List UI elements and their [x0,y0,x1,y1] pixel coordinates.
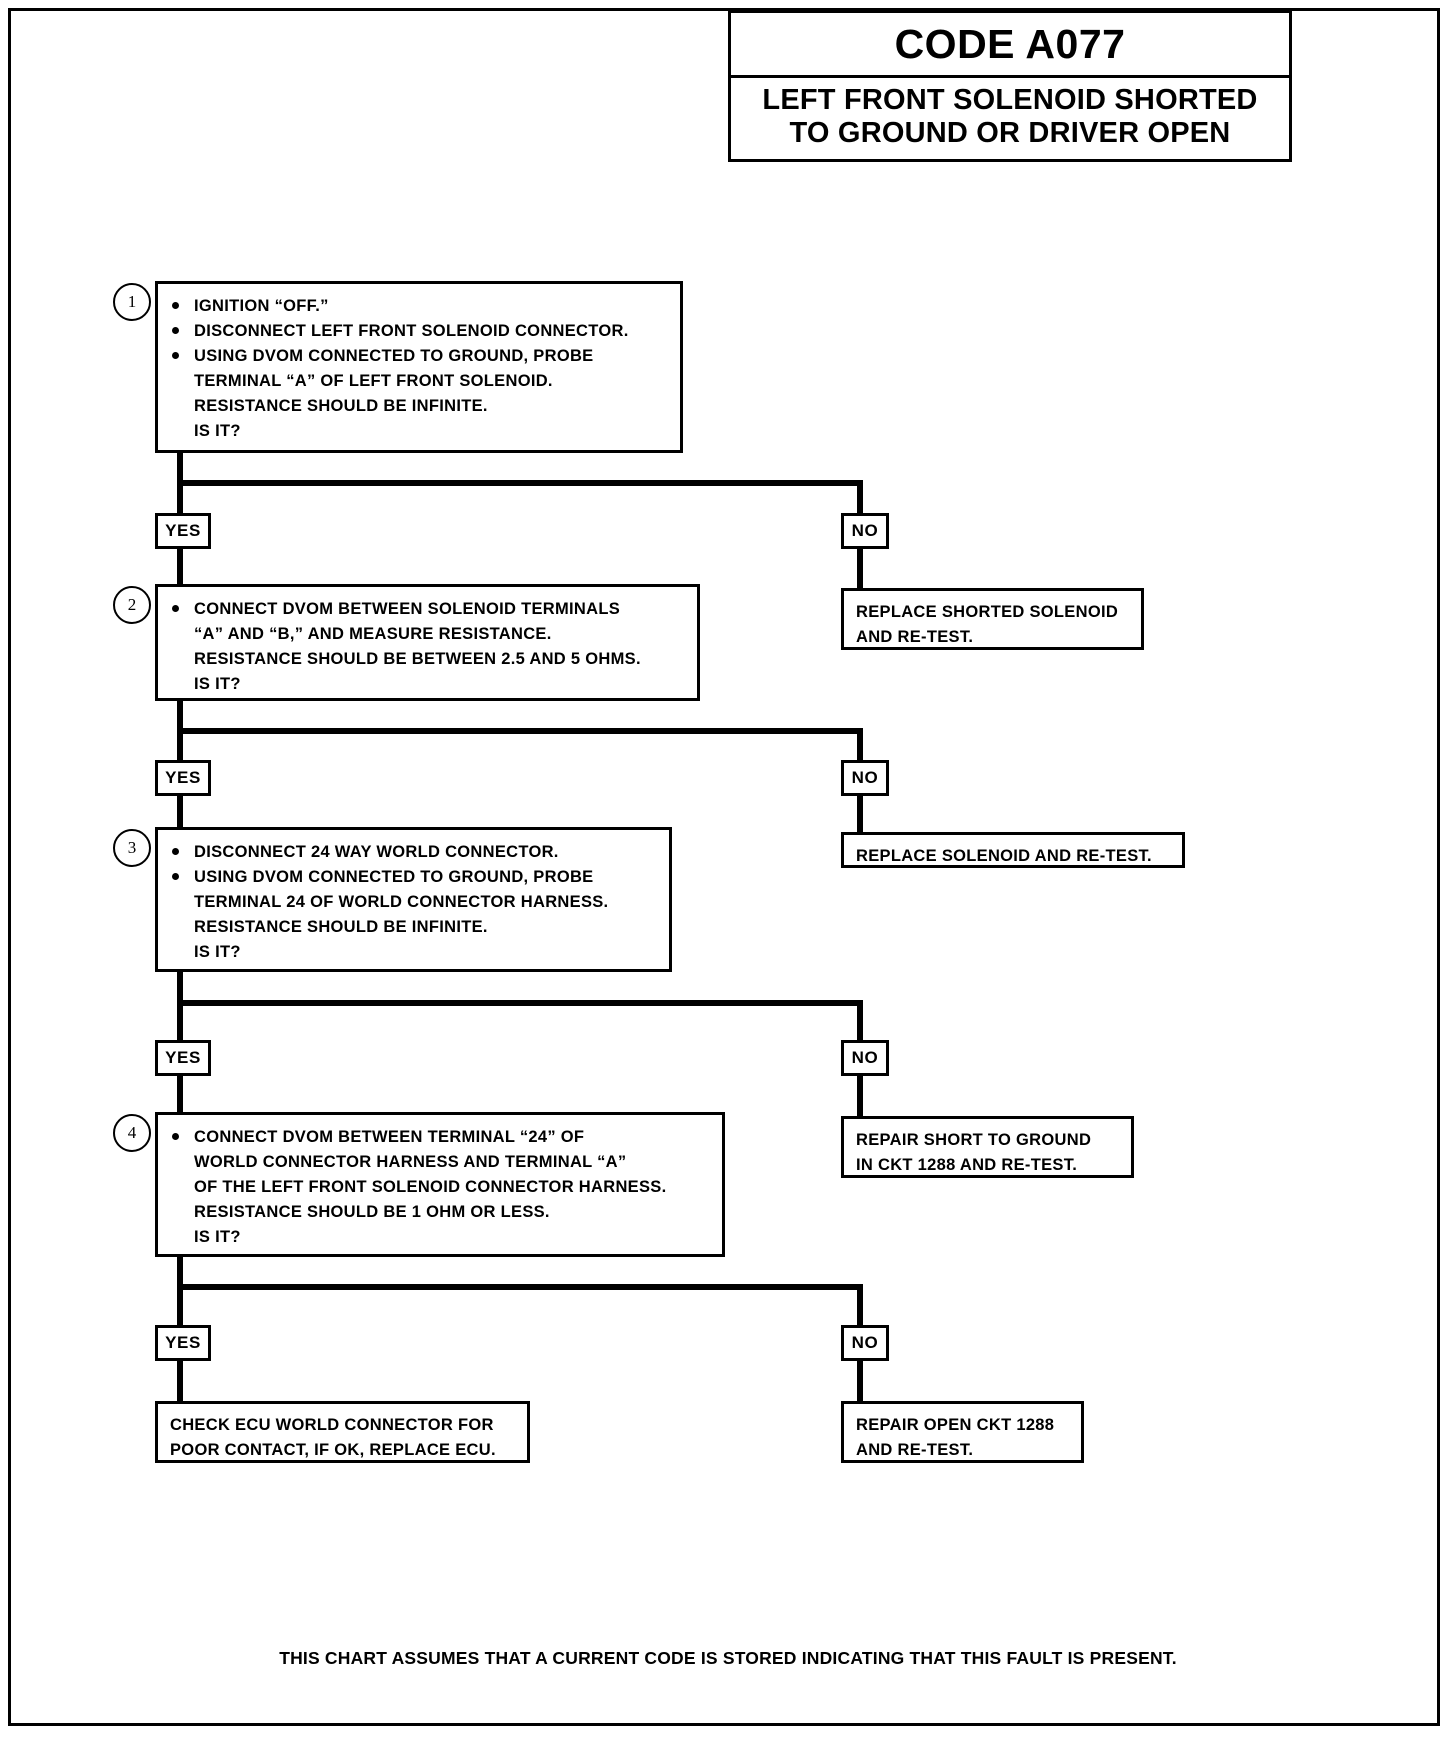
step-3-line-5: IS IT? [194,943,241,962]
branch-yes-2: YES [155,760,211,796]
connector-no3-to-outcome [857,1076,863,1118]
connector-step4-down [177,1257,183,1290]
bullet-icon [172,344,194,360]
connector-step3-no-down [857,1000,863,1041]
step-1-line-6: IS IT? [194,422,241,441]
bullet-icon [172,319,194,335]
outcome-1-line-1: REPLACE SHORTED SOLENOID [856,603,1119,621]
branch-yes-3: YES [155,1040,211,1076]
branch-no-4: NO [841,1325,889,1361]
step-1-line-3: USING DVOM CONNECTED TO GROUND, PROBE [194,347,594,366]
branch-no-2: NO [841,760,889,796]
step-4-line-5: IS IT? [194,1228,241,1247]
step-2-line-4: IS IT? [194,675,241,694]
outcome-5-line-1: CHECK ECU WORLD CONNECTOR FOR [170,1416,494,1434]
step-3-line-1: DISCONNECT 24 WAY WORLD CONNECTOR. [194,843,559,861]
connector-step3-down [177,972,183,1006]
outcome-4-line-2: AND RE-TEST. [856,1441,974,1460]
page-border [8,8,1440,1726]
step-box-3: DISCONNECT 24 WAY WORLD CONNECTOR. USING… [155,827,672,972]
step-3-line-4: RESISTANCE SHOULD BE INFINITE. [194,918,488,937]
step-number-2: 2 [113,586,151,624]
connector-step1-no-down [857,480,863,515]
branch-no-1: NO [841,513,889,549]
step-number-1: 1 [113,283,151,321]
fault-description-line-2: TO GROUND OR DRIVER OPEN [789,116,1231,149]
bullet-icon [172,865,194,881]
connector-no4-to-outcome [857,1361,863,1403]
connector-yes4-to-outcome [177,1361,183,1403]
branch-yes-1: YES [155,513,211,549]
outcome-1-line-2: AND RE-TEST. [856,628,974,647]
connector-step2-down [177,701,183,734]
step-1-line-5: RESISTANCE SHOULD BE INFINITE. [194,397,488,416]
outcome-repair-open-ckt: REPAIR OPEN CKT 1288 AND RE-TEST. [841,1401,1084,1463]
outcome-3-line-1: REPAIR SHORT TO GROUND [856,1131,1092,1149]
connector-step1-down [177,453,183,486]
step-4-line-3: OF THE LEFT FRONT SOLENOID CONNECTOR HAR… [194,1178,667,1197]
branch-yes-4: YES [155,1325,211,1361]
step-2-line-3: RESISTANCE SHOULD BE BETWEEN 2.5 AND 5 O… [194,650,641,669]
connector-step4-no-down [857,1284,863,1326]
connector-yes2-to-step3 [177,796,183,828]
title-block: CODE A077 LEFT FRONT SOLENOID SHORTED TO… [728,10,1292,162]
step-3-line-2: USING DVOM CONNECTED TO GROUND, PROBE [194,868,594,887]
outcome-replace-shorted-solenoid: REPLACE SHORTED SOLENOID AND RE-TEST. [841,588,1144,650]
connector-step3-yes-down [177,1000,183,1041]
connector-step4-branch [177,1284,863,1290]
outcome-4-line-1: REPAIR OPEN CKT 1288 [856,1416,1055,1434]
outcome-check-ecu-world-connector: CHECK ECU WORLD CONNECTOR FOR POOR CONTA… [155,1401,530,1463]
title-divider [731,75,1289,79]
step-number-3: 3 [113,829,151,867]
fault-description-line-1: LEFT FRONT SOLENOID SHORTED [762,84,1258,117]
connector-step1-branch [177,480,863,486]
outcome-replace-solenoid: REPLACE SOLENOID AND RE-TEST. [841,832,1185,868]
bullet-icon [172,1125,194,1140]
outcome-2-line-1: REPLACE SOLENOID AND RE-TEST. [856,847,1152,865]
footer-note: THIS CHART ASSUMES THAT A CURRENT CODE I… [279,1648,1177,1668]
step-3-line-3: TERMINAL 24 OF WORLD CONNECTOR HARNESS. [194,893,609,912]
outcome-3-line-2: IN CKT 1288 AND RE-TEST. [856,1156,1078,1175]
outcome-repair-short-to-ground: REPAIR SHORT TO GROUND IN CKT 1288 AND R… [841,1116,1134,1178]
step-box-1: IGNITION “OFF.” DISCONNECT LEFT FRONT SO… [155,281,683,453]
step-number-4: 4 [113,1114,151,1152]
step-1-line-1: IGNITION “OFF.” [194,297,329,315]
connector-no1-to-outcome [857,549,863,590]
step-1-line-4: TERMINAL “A” OF LEFT FRONT SOLENOID. [194,372,553,391]
step-box-4: CONNECT DVOM BETWEEN TERMINAL “24” OF WO… [155,1112,725,1257]
step-4-line-2: WORLD CONNECTOR HARNESS AND TERMINAL “A” [194,1153,627,1172]
bullet-icon [172,294,194,309]
connector-step2-yes-down [177,728,183,762]
step-1-line-2: DISCONNECT LEFT FRONT SOLENOID CONNECTOR… [194,322,629,341]
step-box-2: CONNECT DVOM BETWEEN SOLENOID TERMINALS … [155,584,700,701]
connector-step2-no-down [857,728,863,762]
bullet-icon [172,840,194,855]
connector-step2-branch [177,728,863,734]
connector-step1-yes-down [177,480,183,515]
branch-no-3: NO [841,1040,889,1076]
outcome-5-line-2: POOR CONTACT, IF OK, REPLACE ECU. [170,1441,496,1460]
diagnostic-code: CODE A077 [894,21,1126,67]
bullet-icon [172,597,194,612]
step-4-line-1: CONNECT DVOM BETWEEN TERMINAL “24” OF [194,1128,585,1146]
connector-yes3-to-step4 [177,1076,183,1112]
connector-no2-to-outcome [857,796,863,834]
step-2-line-1: CONNECT DVOM BETWEEN SOLENOID TERMINALS [194,600,621,618]
connector-step3-branch [177,1000,863,1006]
step-2-line-2: “A” AND “B,” AND MEASURE RESISTANCE. [194,625,552,644]
connector-yes1-to-step2 [177,549,183,584]
connector-step4-yes-down [177,1284,183,1326]
step-4-line-4: RESISTANCE SHOULD BE 1 OHM OR LESS. [194,1203,550,1222]
